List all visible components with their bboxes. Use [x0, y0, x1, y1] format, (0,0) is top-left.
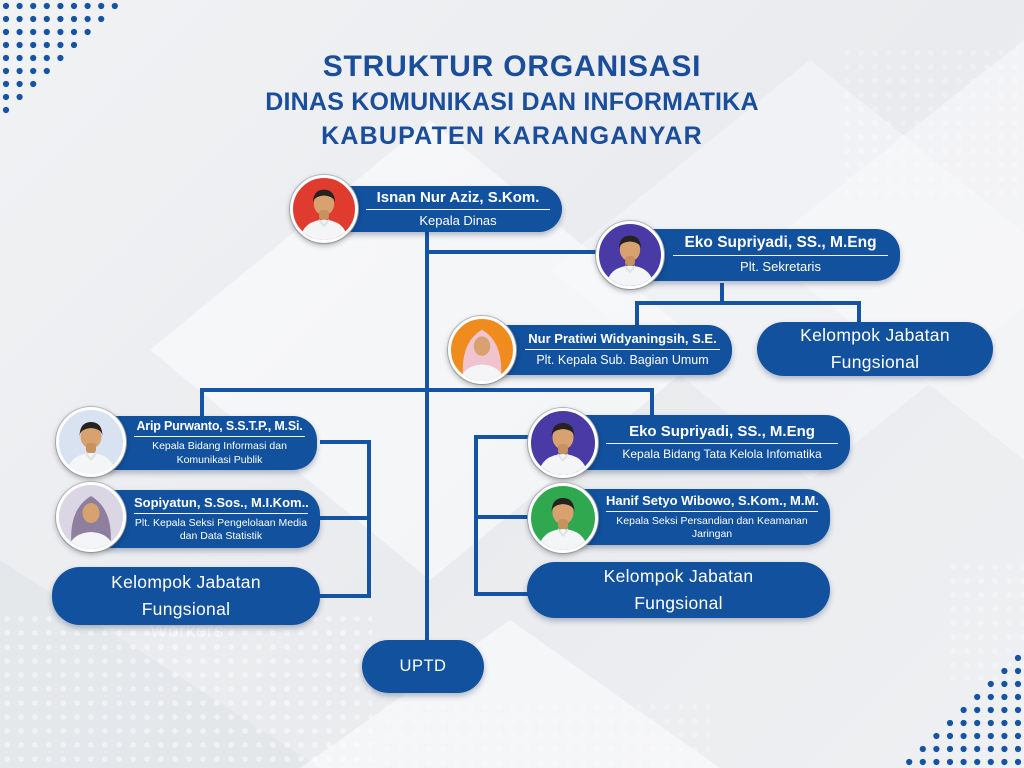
connector: [425, 250, 605, 254]
connector: [720, 283, 724, 303]
connector: [320, 516, 371, 520]
connector: [650, 388, 654, 417]
org-node-bidang-tata-kelola: Eko Supriyadi, SS., M.Eng Kepala Bidang …: [562, 415, 850, 470]
org-node-sekretaris: Eko Supriyadi, SS., M.Eng Plt. Sekretari…: [627, 229, 900, 281]
title-line-2: DINAS KOMUNIKASI DAN INFORMATIKA: [265, 88, 759, 116]
white-dots-pattern: [946, 560, 1024, 680]
connector: [635, 301, 639, 327]
blue-dots-triangle-bottom-right: [906, 654, 1022, 766]
person-role: Kepala Seksi Persandian dan Keamanan Jar…: [616, 514, 808, 540]
person-name: Hanif Setyo Wibowo, S.Kom., M.M.: [606, 493, 819, 512]
person-role: Plt. Kepala Seksi Pengelolaan Media dan …: [134, 516, 308, 542]
person-name: Arip Purwanto, S.S.T.P., M.Si.: [134, 419, 305, 438]
connector: [425, 230, 429, 642]
person-name: Eko Supriyadi, SS., M.Eng: [673, 234, 888, 257]
person-photo: [56, 482, 126, 552]
connector: [316, 594, 371, 598]
box-label: Kelompok Jabatan Fungsional: [111, 571, 261, 619]
person-role: Plt. Sekretaris: [740, 259, 821, 275]
person-role: Kepala Bidang Informasi dan Komunikasi P…: [152, 440, 287, 466]
person-role: Kepala Bidang Tata Kelola Infomatika: [622, 447, 822, 461]
bg-triangle: [300, 620, 720, 768]
title-line-1: STRUKTUR ORGANISASI: [322, 50, 702, 83]
connector: [474, 592, 534, 596]
page-title: STRUKTUR ORGANISASI DINAS KOMUNIKASI DAN…: [0, 48, 1024, 154]
box-label: UPTD: [399, 656, 447, 675]
white-dots-pattern: [380, 700, 710, 768]
kelompok-jabatan-fungsional-box-top: Kelompok Jabatan Fungsional: [757, 322, 993, 376]
person-photo: [448, 316, 516, 384]
person-photo: [290, 175, 358, 243]
uptd-box: UPTD: [362, 640, 484, 693]
org-node-subbag-umum: Nur Pratiwi Widyaningsih, S.E. Plt. Kepa…: [481, 325, 732, 375]
person-role: Plt. Kepala Sub. Bagian Umum: [536, 353, 709, 368]
connector: [635, 301, 861, 305]
person-role: Kepala Dinas: [419, 212, 497, 228]
org-node-seksi-persandian: Hanif Setyo Wibowo, S.Kom., M.M. Kepala …: [562, 489, 830, 545]
org-node-kepala-dinas: Isnan Nur Aziz, S.Kom. Kepala Dinas: [322, 186, 562, 232]
connector: [200, 388, 204, 418]
person-photo: [56, 407, 126, 477]
box-label: Kelompok Jabatan Fungsional: [800, 324, 950, 372]
connector: [857, 301, 861, 324]
kelompok-jabatan-fungsional-box-right: Kelompok Jabatan Fungsional: [527, 562, 830, 618]
connector: [320, 440, 371, 444]
person-name: Eko Supriyadi, SS., M.Eng: [606, 423, 838, 444]
person-photo: [528, 483, 598, 553]
connector: [200, 388, 654, 392]
title-line-3: KABUPATEN KARANGANYAR: [321, 122, 703, 150]
person-photo: [528, 408, 598, 478]
person-photo: [596, 221, 664, 289]
kelompok-jabatan-fungsional-box-left: Kelompok Jabatan Fungsional: [52, 567, 320, 625]
person-name: Isnan Nur Aziz, S.Kom.: [366, 189, 550, 210]
person-name: Sopiyatun, S.Sos., M.I.Kom..: [134, 495, 309, 514]
box-label: Kelompok Jabatan Fungsional: [603, 565, 754, 613]
person-name: Nur Pratiwi Widyaningsih, S.E.: [525, 331, 720, 351]
